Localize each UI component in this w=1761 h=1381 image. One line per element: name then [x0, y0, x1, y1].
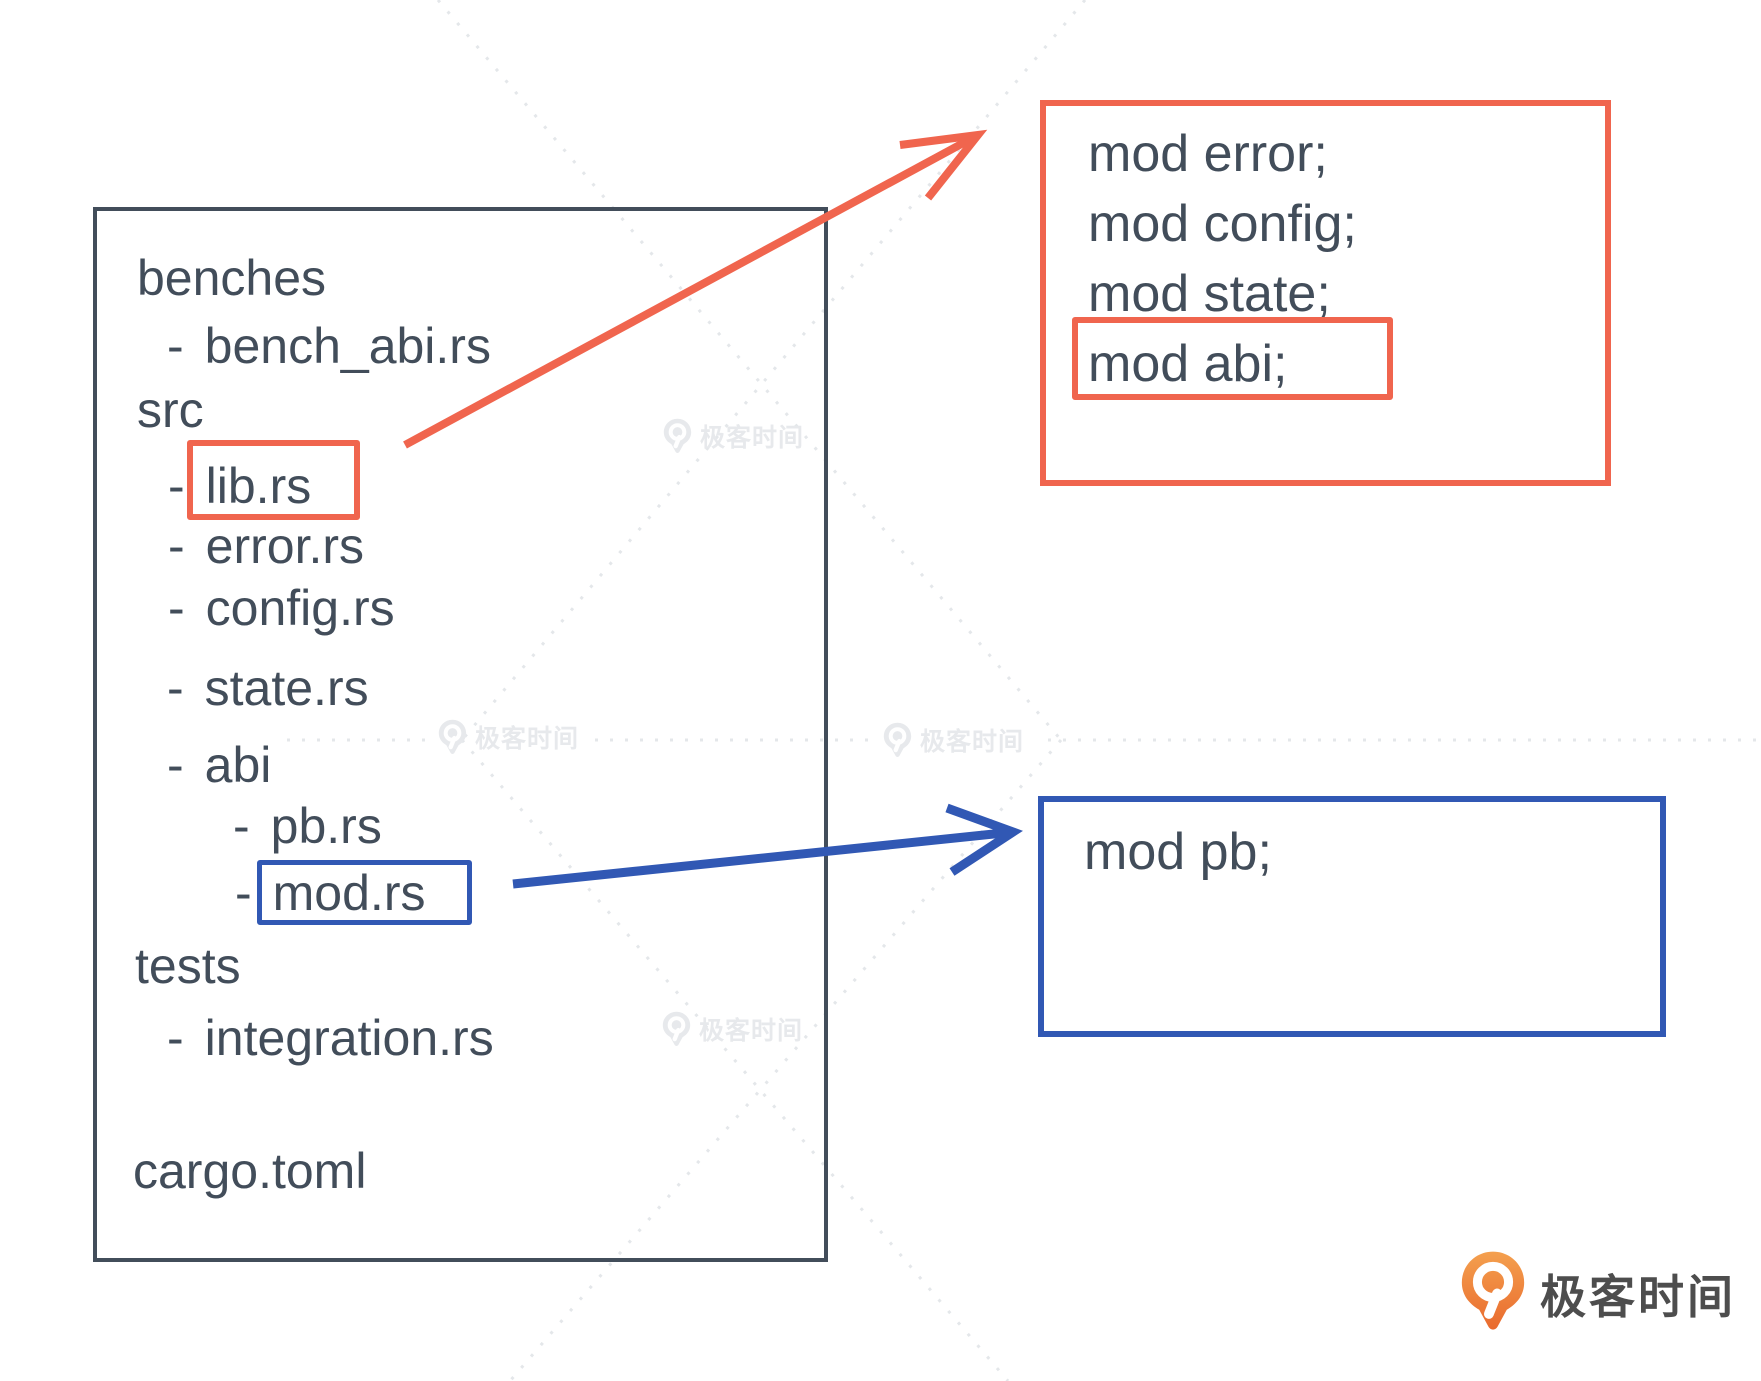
tree-item-dash: - — [233, 798, 250, 854]
tree-item-label: config.rs — [205, 580, 395, 636]
geektime-pin-icon — [883, 722, 912, 758]
tree-item-pb-rs: -pb.rs — [233, 801, 382, 851]
tree-item-label: integration.rs — [204, 1010, 494, 1066]
code-line: mod error; — [1088, 125, 1328, 183]
tree-item-label: benches — [137, 250, 327, 306]
tree-item-integration-rs: -integration.rs — [167, 1013, 494, 1063]
watermark-stamp: 极客时间 — [438, 719, 579, 755]
lib-rs-highlight-box — [187, 440, 360, 520]
code-line: mod abi; — [1088, 335, 1288, 393]
tree-item-label: error.rs — [205, 518, 365, 574]
tree-item-error-rs: -error.rs — [168, 521, 364, 571]
watermark-dashed-line — [508, 739, 1063, 1381]
tree-item-dash: - — [168, 458, 185, 514]
tree-item-label: abi — [204, 737, 272, 793]
tree-item-label: pb.rs — [270, 798, 382, 854]
watermark-text: 极客时间 — [699, 1017, 804, 1045]
tree-item-config-rs: -config.rs — [168, 583, 395, 633]
geektime-logo-text: 极客时间 — [1540, 1270, 1736, 1323]
tree-item-mod-rs: -mod.rs — [235, 868, 425, 918]
geektime-pin-icon — [662, 1011, 691, 1047]
code-line: mod pb; — [1084, 823, 1272, 881]
tree-item-label: cargo.toml — [133, 1143, 367, 1199]
tree-item-label: lib.rs — [205, 458, 312, 514]
mod-abi-highlight-box — [1072, 317, 1393, 400]
lib-rs-code-box: mod error; mod config; mod state; mod abi; — [1040, 100, 1611, 486]
geektime-logo: 极客时间 — [1460, 1250, 1736, 1337]
tree-item-dash: - — [168, 518, 185, 574]
tree-item-dash: - — [167, 737, 184, 793]
tree-item-label: state.rs — [204, 660, 369, 716]
mod-rs-code-box: mod pb; — [1038, 796, 1666, 1037]
geektime-pin-icon — [1460, 1250, 1526, 1337]
watermark-text: 极客时间 — [920, 728, 1025, 756]
tree-item-lib-rs: -lib.rs — [168, 461, 311, 511]
lib-rs-code-lines: mod error; mod config; mod state; mod abi; — [1088, 119, 1357, 399]
tree-item-state-rs: -state.rs — [167, 663, 369, 713]
tree-item-dash: - — [167, 660, 184, 716]
watermark-text: 极客时间 — [475, 725, 580, 753]
tree-item-dash: - — [235, 865, 252, 921]
tree-item-src: src — [137, 385, 204, 435]
tree-item-cargo-toml: cargo.toml — [133, 1146, 366, 1196]
mod-rs-code-lines: mod pb; — [1084, 817, 1272, 887]
code-line: mod config; — [1088, 195, 1357, 253]
tree-item-label: tests — [135, 938, 241, 994]
watermark-stamp: 极客时间 — [883, 722, 1024, 758]
tree-item-dash: - — [168, 580, 185, 636]
geektime-pin-icon — [438, 719, 467, 755]
watermark-dashed-line — [460, 739, 1010, 1381]
watermark-stamp: 极客时间 — [662, 1011, 803, 1047]
tree-item-dash: - — [167, 1010, 184, 1066]
tree-item-dash: - — [167, 318, 184, 374]
mod-rs-highlight-box — [257, 860, 472, 925]
tree-item-bench-abi-rs: -bench_abi.rs — [167, 321, 491, 371]
tree-item-abi: -abi — [167, 740, 271, 790]
tree-item-label: mod.rs — [272, 865, 426, 921]
code-line: mod state; — [1088, 265, 1331, 323]
tree-item-tests: tests — [135, 941, 241, 991]
tree-item-benches: benches — [137, 253, 326, 303]
tree-item-label: src — [137, 382, 204, 438]
tree-item-label: bench_abi.rs — [204, 318, 491, 374]
